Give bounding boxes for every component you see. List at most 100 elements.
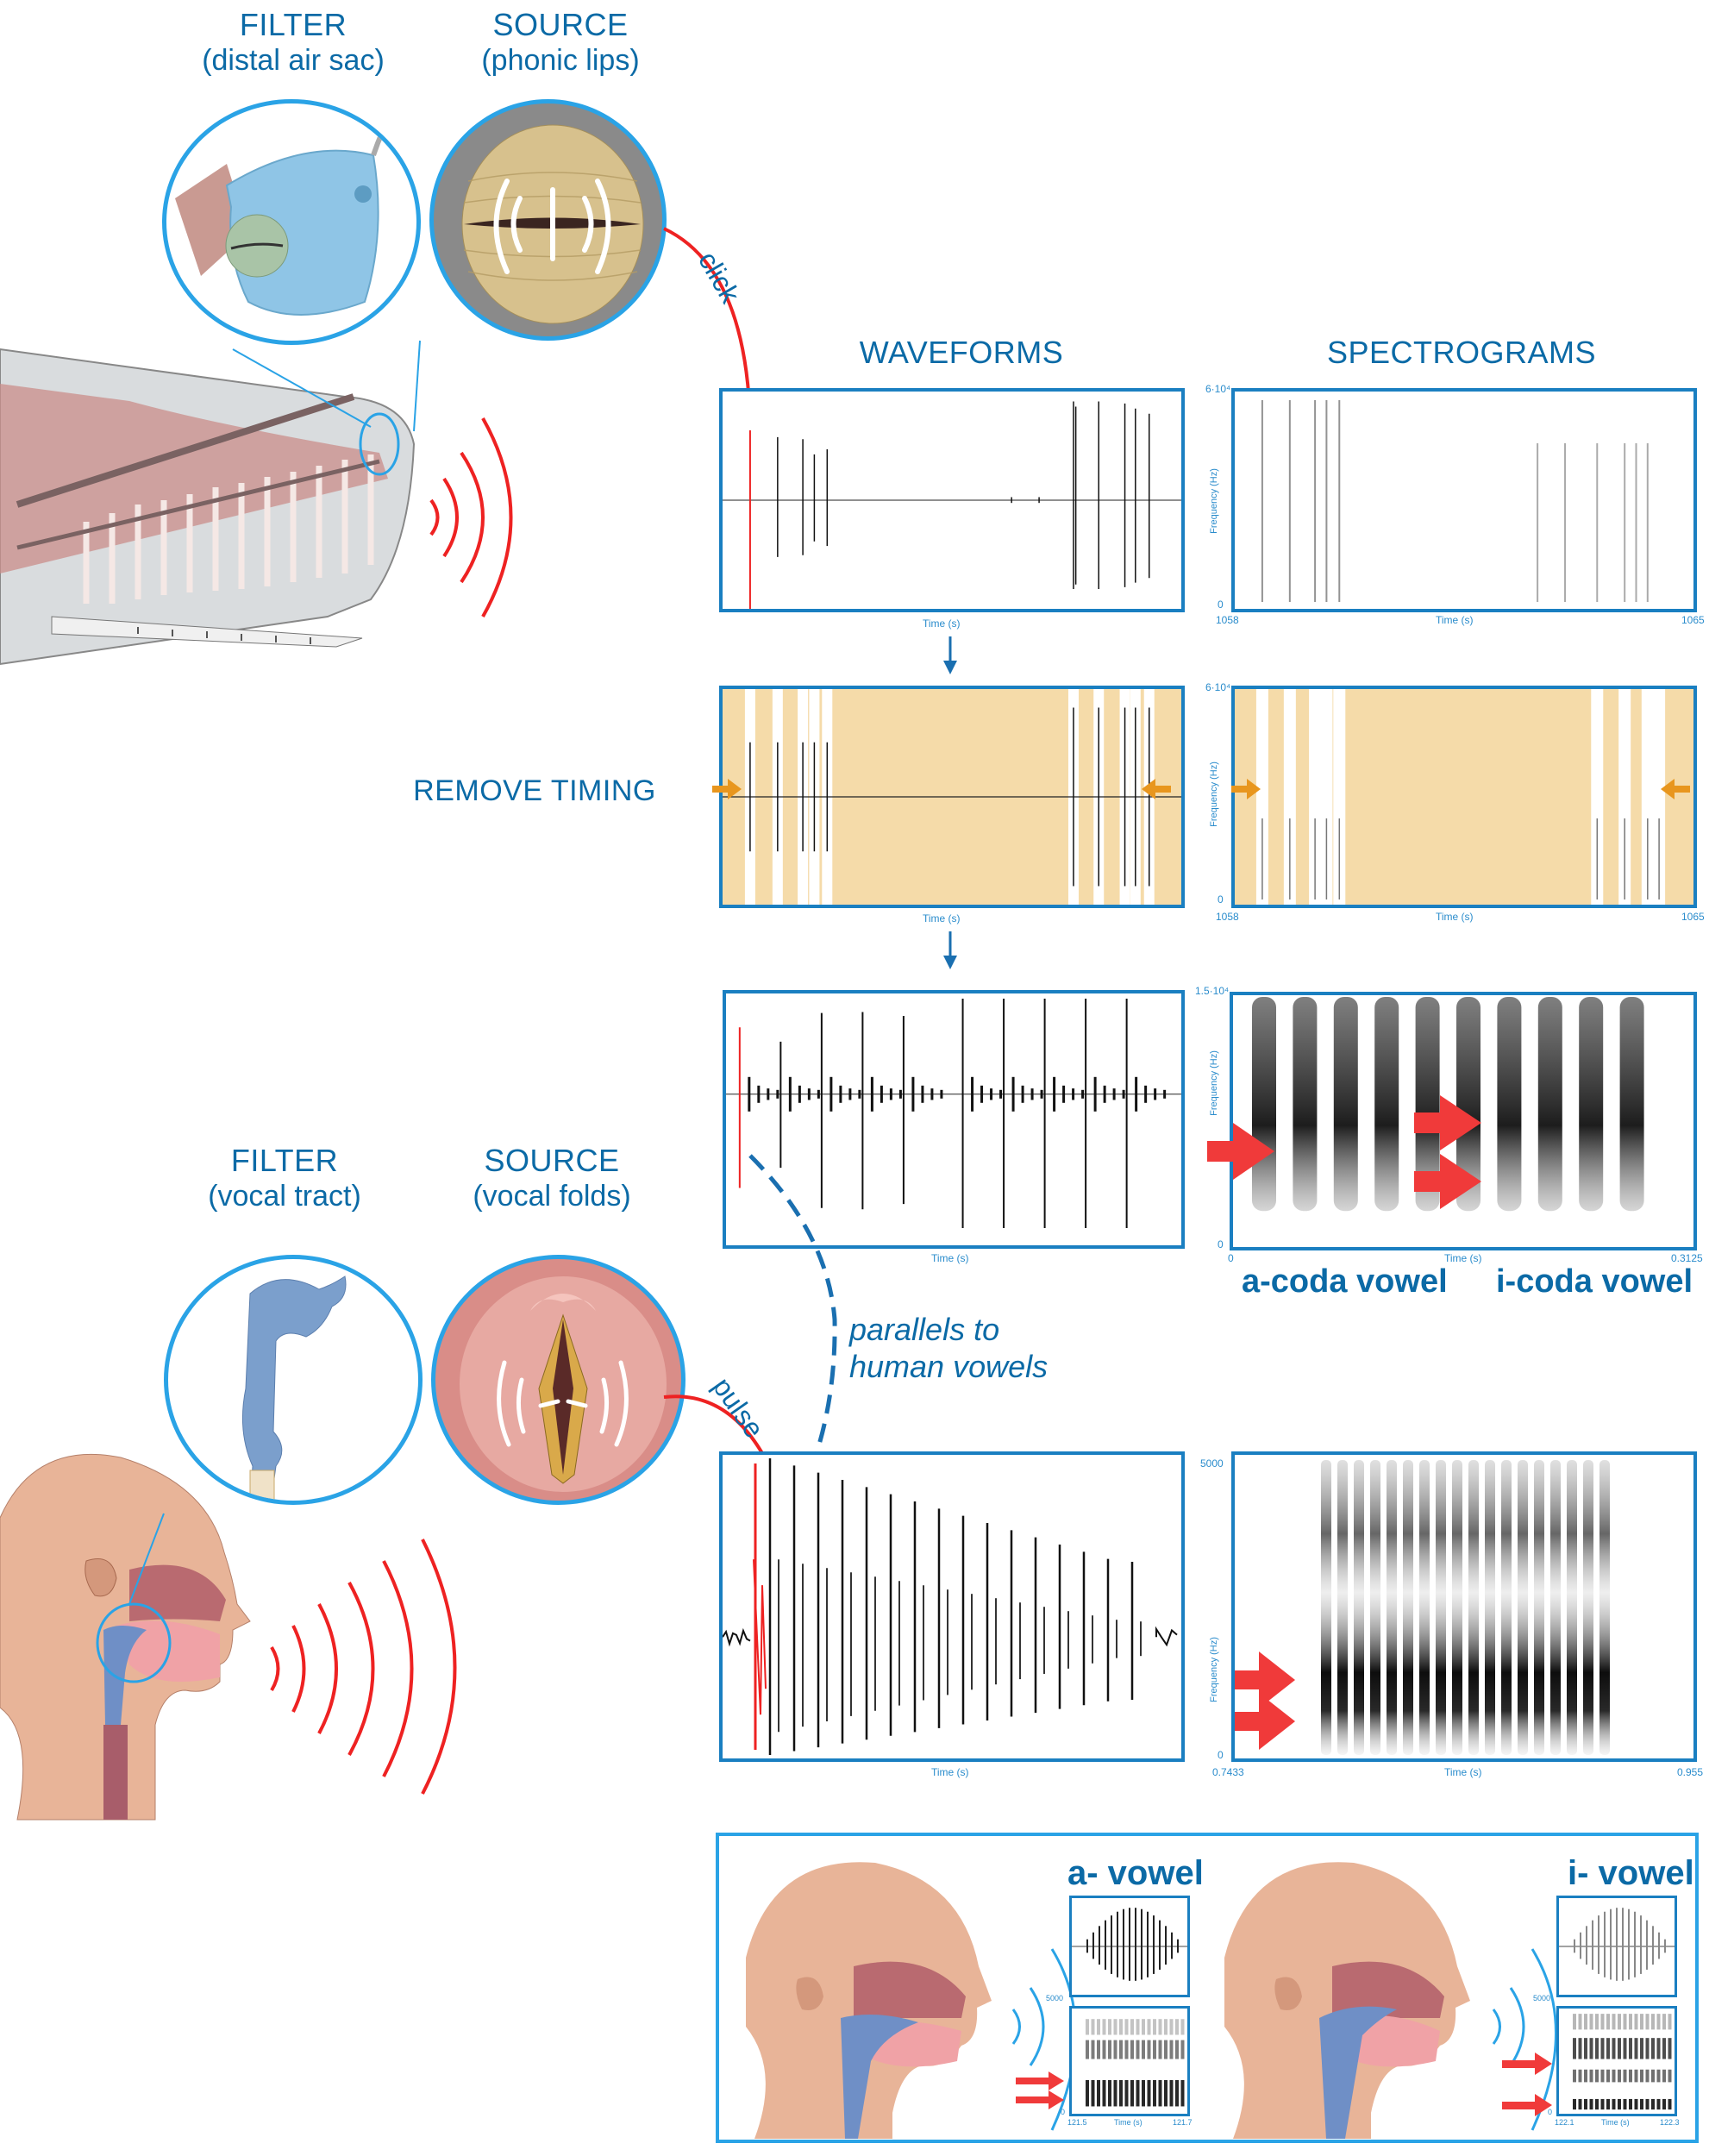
decay-noise xyxy=(1155,1626,1178,1647)
formant-band xyxy=(1136,2040,1140,2059)
phonic-lips-icon xyxy=(461,124,644,324)
phonic-lips-illustration xyxy=(429,99,667,341)
human-head-illustration xyxy=(0,1453,251,1821)
formant-band xyxy=(1091,2019,1095,2035)
formant-band xyxy=(1668,2038,1672,2059)
formant-band xyxy=(1573,2098,1576,2110)
p1w-plot xyxy=(723,401,1181,609)
pulse-column xyxy=(1419,1460,1430,1755)
formant-band xyxy=(1119,2079,1123,2107)
formant-band xyxy=(1645,2014,1650,2030)
kept-window xyxy=(1591,689,1604,905)
formant-band xyxy=(1175,2079,1179,2107)
formant-band xyxy=(1634,2038,1638,2059)
red-arrow-icon xyxy=(1414,1095,1481,1150)
pulse-column xyxy=(1518,1460,1528,1755)
formant-band xyxy=(1606,2069,1610,2083)
formant-band xyxy=(1108,2040,1111,2059)
formant-band xyxy=(1142,2019,1145,2035)
ia-s-plot xyxy=(1086,2019,1185,2107)
row2-spectrogram-xlabel: Time (s) xyxy=(1436,911,1474,923)
pulse-column xyxy=(1354,1460,1364,1755)
row4-spectrogram-ymin: 0 xyxy=(1218,1749,1224,1761)
row3-spectrogram-xmax: 0.3125 xyxy=(1671,1252,1703,1264)
formant-band xyxy=(1119,2040,1123,2059)
formant-band xyxy=(1612,2098,1616,2110)
row3-formant-arrows-i xyxy=(1414,1095,1481,1209)
formant-band xyxy=(1651,2038,1655,2059)
formant-band xyxy=(1645,2069,1650,2083)
formant-band xyxy=(1108,2079,1111,2107)
row1-spectrogram-ymax: 6·10⁴ xyxy=(1205,383,1231,395)
row2-spectrogram-xmax: 1065 xyxy=(1681,911,1705,923)
formant-band xyxy=(1623,2098,1627,2110)
formant-band xyxy=(1153,2079,1156,2107)
formant-band xyxy=(1091,2040,1095,2059)
ii-w-plot xyxy=(1559,1908,1675,1981)
red-arrow-icon xyxy=(1414,1154,1481,1209)
formant-band xyxy=(1640,2098,1643,2110)
formant-band xyxy=(1102,2079,1106,2107)
i-vowel-ymin: 0 xyxy=(1548,2108,1553,2116)
pulse-column xyxy=(1567,1460,1577,1755)
formant-band xyxy=(1595,2038,1599,2059)
formant-band xyxy=(1169,2079,1174,2107)
whale-head-illustration xyxy=(0,340,421,666)
formant-band xyxy=(1623,2069,1627,2083)
formant-band xyxy=(1584,2038,1587,2059)
p4s-plot xyxy=(1321,1460,1610,1755)
p3w-plot xyxy=(726,999,1181,1228)
formant-band xyxy=(1645,2098,1650,2110)
formant-band xyxy=(1629,2098,1632,2110)
formant-band xyxy=(1113,2079,1117,2107)
row4-waveform-panel xyxy=(719,1451,1185,1762)
i-vowel-xmin: 122.1 xyxy=(1555,2118,1574,2127)
formant-band xyxy=(1595,2014,1599,2030)
formant-band xyxy=(1097,2040,1100,2059)
formant-band xyxy=(1164,2040,1168,2059)
formant-band xyxy=(1147,2019,1151,2035)
formant-band xyxy=(1136,2019,1140,2035)
vocal-folds-illustration xyxy=(431,1255,685,1505)
down-arrow-icon xyxy=(943,931,957,969)
formant-band xyxy=(1578,2014,1582,2030)
formant-band xyxy=(1606,2038,1610,2059)
row1-spectrogram-xmax: 1065 xyxy=(1681,614,1705,626)
pulse-column xyxy=(1387,1460,1397,1755)
formant-band xyxy=(1097,2019,1100,2035)
formant-band xyxy=(1618,2069,1621,2083)
formant-band xyxy=(1629,2069,1632,2083)
formant-band xyxy=(1600,2038,1605,2059)
inset-head-i-illustration xyxy=(1224,1862,1470,2139)
formant-band xyxy=(1102,2040,1106,2059)
pulse-column xyxy=(1403,1460,1413,1755)
formant-band xyxy=(1086,2079,1089,2107)
i-vowel-ymax: 5000 xyxy=(1533,1994,1551,2002)
red-arrow-icon xyxy=(1502,2094,1552,2116)
formant-band xyxy=(1618,2038,1621,2059)
parallels-line-2: human vowels xyxy=(849,1349,1049,1385)
down-arrow-icon xyxy=(943,636,957,674)
pulse-column xyxy=(1619,997,1644,1212)
remove-timing-arrows xyxy=(712,779,1690,799)
pulse-column xyxy=(1436,1460,1446,1755)
formant-band xyxy=(1589,2038,1593,2059)
vocal-tract-illustration xyxy=(164,1255,423,1505)
row3-spectrogram-ymin: 0 xyxy=(1218,1238,1224,1250)
a-vowel-xlabel: Time (s) xyxy=(1114,2118,1142,2127)
formant-band xyxy=(1668,2069,1672,2083)
formant-band xyxy=(1606,2098,1610,2110)
formant-band xyxy=(1108,2019,1111,2035)
row2-spectrogram-ymin: 0 xyxy=(1218,893,1224,906)
pulse-column xyxy=(1599,1460,1610,1755)
a-vowel-arrows xyxy=(1016,2071,1064,2109)
p4w-plot xyxy=(723,1458,1178,1755)
formant-band xyxy=(1656,2038,1661,2059)
i-vowel-xmax: 122.3 xyxy=(1660,2118,1680,2127)
formant-band xyxy=(1600,2069,1605,2083)
p1s-plot xyxy=(1261,400,1649,602)
pulse-onset-ringing xyxy=(753,1559,767,1715)
a-vowel-xmin: 121.5 xyxy=(1067,2118,1087,2127)
ii-s-plot xyxy=(1573,2014,1672,2110)
waveforms-header: WAVEFORMS xyxy=(859,335,1064,370)
